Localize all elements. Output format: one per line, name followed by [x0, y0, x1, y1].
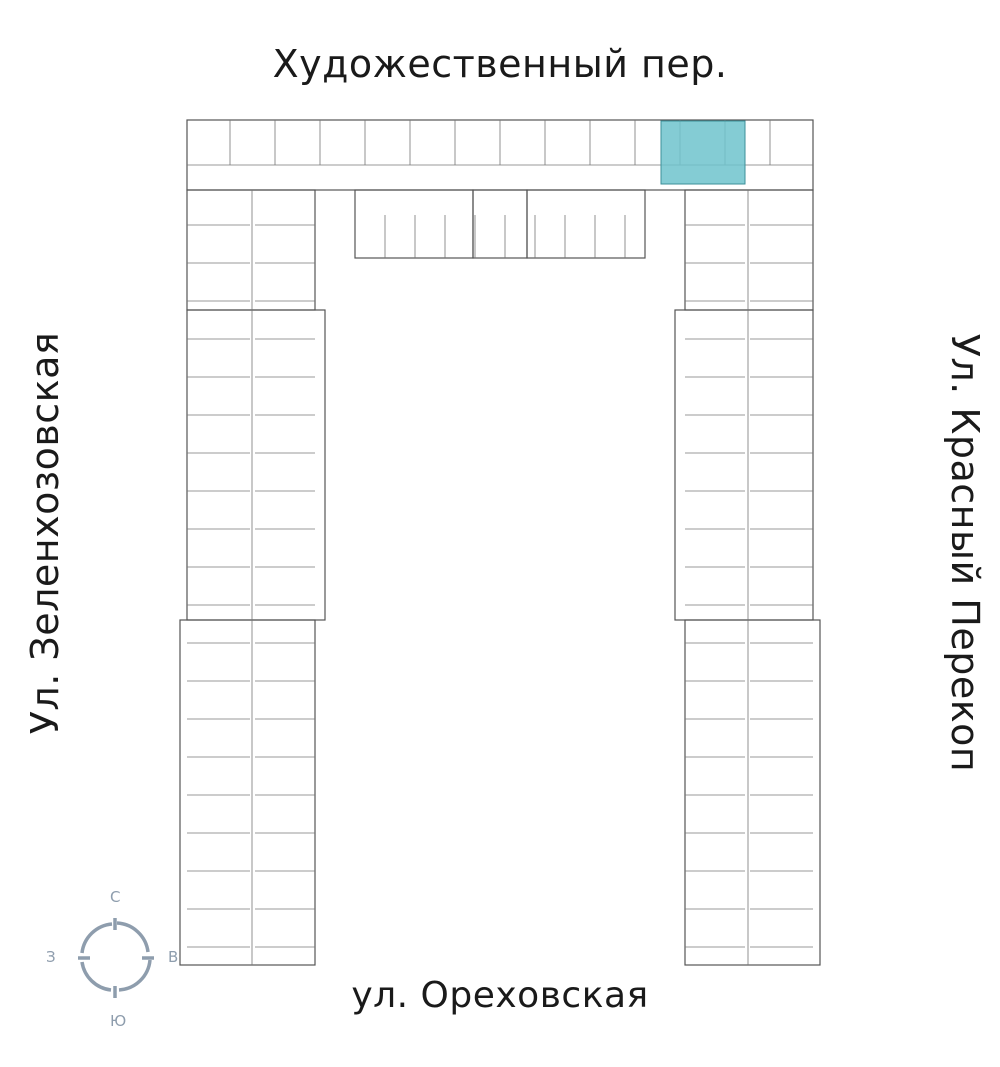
apartment-walls	[187, 120, 813, 965]
compass-west: З	[46, 948, 56, 966]
street-south: ул. Ореховская	[351, 975, 649, 1016]
selected-apartment[interactable]	[660, 120, 746, 185]
building-outline	[179, 119, 821, 966]
compass-south: Ю	[110, 1012, 127, 1030]
street-east: Ул. Красный Перекоп	[943, 333, 987, 773]
street-north: Художественный пер.	[272, 42, 728, 86]
compass-east: В	[168, 948, 179, 966]
street-west: Ул. Зеленхозовская	[23, 331, 67, 735]
compass-north: С	[110, 888, 121, 906]
compass-icon	[78, 918, 154, 998]
